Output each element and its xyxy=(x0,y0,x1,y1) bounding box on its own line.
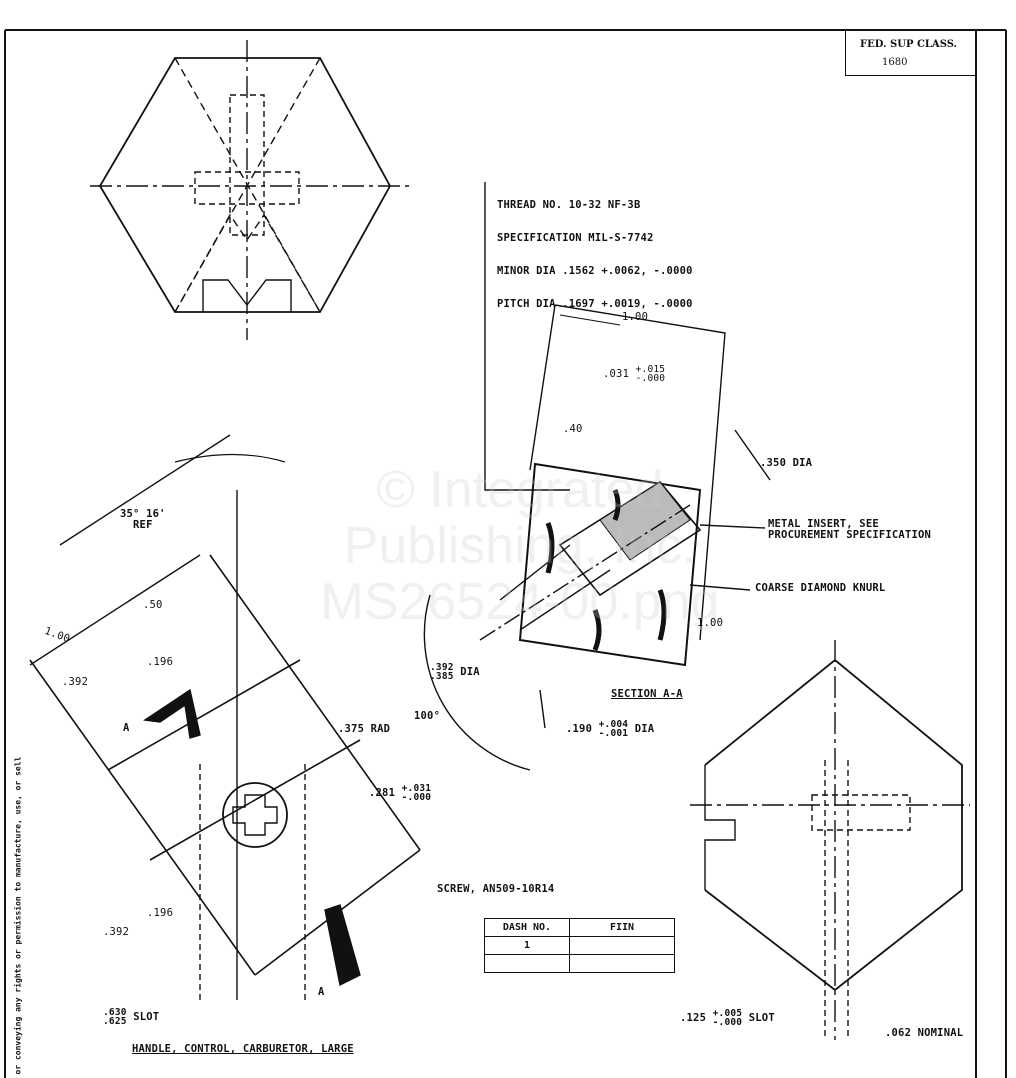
dim-upper: .630 xyxy=(103,1007,127,1018)
screw-note: SCREW, AN509-10R14 xyxy=(437,883,555,895)
thread-note-line: PITCH DIA .1697 +.0019, -.0000 xyxy=(497,298,693,310)
dim-190: .190 +.004-.001 DIA xyxy=(566,719,655,739)
table-header: FIIN xyxy=(569,918,675,937)
drawing-border xyxy=(4,29,1007,1078)
dim-196-bottom: .196 xyxy=(147,907,174,919)
dim-375-rad: .375 RAD xyxy=(338,723,391,735)
table-row: 1 xyxy=(484,936,675,955)
drawing-caption: HANDLE, CONTROL, CARBURETOR, LARGE xyxy=(132,1043,354,1055)
table-row xyxy=(484,954,675,973)
section-a-a-view xyxy=(423,182,771,771)
tol-plus: +.005 xyxy=(712,1008,743,1019)
tol-minus: -.000 xyxy=(712,1017,743,1028)
dim-50: .50 xyxy=(143,599,163,611)
dim-392-bottom: .392 xyxy=(103,926,130,938)
thread-note-line: SPECIFICATION MIL-S-7742 xyxy=(497,232,654,244)
dim-031: .031 +.015-.000 xyxy=(603,364,666,384)
dim-suffix: SLOT xyxy=(748,1012,775,1024)
table-cell xyxy=(484,954,570,973)
angle-ref-label: REF xyxy=(133,519,153,531)
tol-plus: +.015 xyxy=(635,364,666,375)
tol-minus: -.000 xyxy=(401,792,432,803)
dim-value: .125 xyxy=(680,1012,707,1024)
thread-note-line: MINOR DIA .1562 +.0062, -.0000 xyxy=(497,265,693,277)
top-hex-view xyxy=(90,40,410,340)
table-cell xyxy=(569,936,675,955)
nominal-dim: .062 NOMINAL xyxy=(885,1027,964,1039)
table-cell: 1 xyxy=(484,936,570,955)
dim-value: .190 xyxy=(566,723,593,735)
angle-value: 35° 16' xyxy=(120,508,166,520)
tol-minus: -.001 xyxy=(598,728,629,739)
note-line: METAL INSERT, SEE xyxy=(768,518,879,530)
dim-196-top: .196 xyxy=(147,656,174,668)
tol-plus: +.004 xyxy=(598,719,629,730)
dim-value: .031 xyxy=(603,368,630,380)
iso-view xyxy=(690,640,970,1040)
section-label: SECTION A-A xyxy=(611,688,683,700)
dim-lower: .625 xyxy=(103,1016,127,1027)
angle-100: 100° xyxy=(414,710,441,722)
angle-ref: 35° 16'REF xyxy=(120,509,166,531)
fed-sup-class-label: FED. SUP CLASS. xyxy=(860,39,958,50)
slot-dim: .630.625 SLOT xyxy=(103,1007,160,1027)
dim-281: .281 +.031-.000 xyxy=(369,783,432,803)
handle-view xyxy=(29,434,421,1000)
knurl-note: COARSE DIAMOND KNURL xyxy=(755,582,886,594)
section-mark-top: A xyxy=(123,722,130,734)
tol-plus: +.031 xyxy=(401,783,432,794)
dim-392-385: .392.385 DIA xyxy=(430,662,480,682)
fed-sup-class-value: 1680 xyxy=(882,57,908,68)
slot-125-dim: .125 +.005-.000 SLOT xyxy=(680,1008,775,1028)
dim-suffix: DIA xyxy=(460,666,480,678)
title-block: FED. SUP CLASS. 1680 xyxy=(845,30,976,76)
table-cell xyxy=(569,954,675,973)
dim-40: .40 xyxy=(563,423,583,435)
dim-height: 1.00 xyxy=(697,617,724,629)
section-mark-bottom: A xyxy=(318,986,325,998)
dash-table: DASH NO. FIIN 1 xyxy=(484,918,675,973)
note-line: PROCUREMENT SPECIFICATION xyxy=(768,529,932,541)
dim-width: 1.00 xyxy=(622,311,649,323)
side-note: or conveying any rights or permission to… xyxy=(13,756,23,1075)
table-header-row: DASH NO. FIIN xyxy=(484,918,675,937)
thread-note: THREAD NO. 10-32 NF-3B SPECIFICATION MIL… xyxy=(497,178,693,321)
thread-note-line: THREAD NO. 10-32 NF-3B xyxy=(497,199,641,211)
dim-value: .281 xyxy=(369,787,396,799)
dim-suffix: DIA xyxy=(634,723,655,735)
dim-350: .350 DIA xyxy=(760,457,813,469)
dim-lower: .385 xyxy=(430,671,454,682)
tol-minus: -.000 xyxy=(635,373,666,384)
table-header: DASH NO. xyxy=(484,918,570,937)
dim-upper: .392 xyxy=(430,662,454,673)
dim-392-top: .392 xyxy=(62,676,89,688)
dim-suffix: SLOT xyxy=(133,1011,160,1023)
